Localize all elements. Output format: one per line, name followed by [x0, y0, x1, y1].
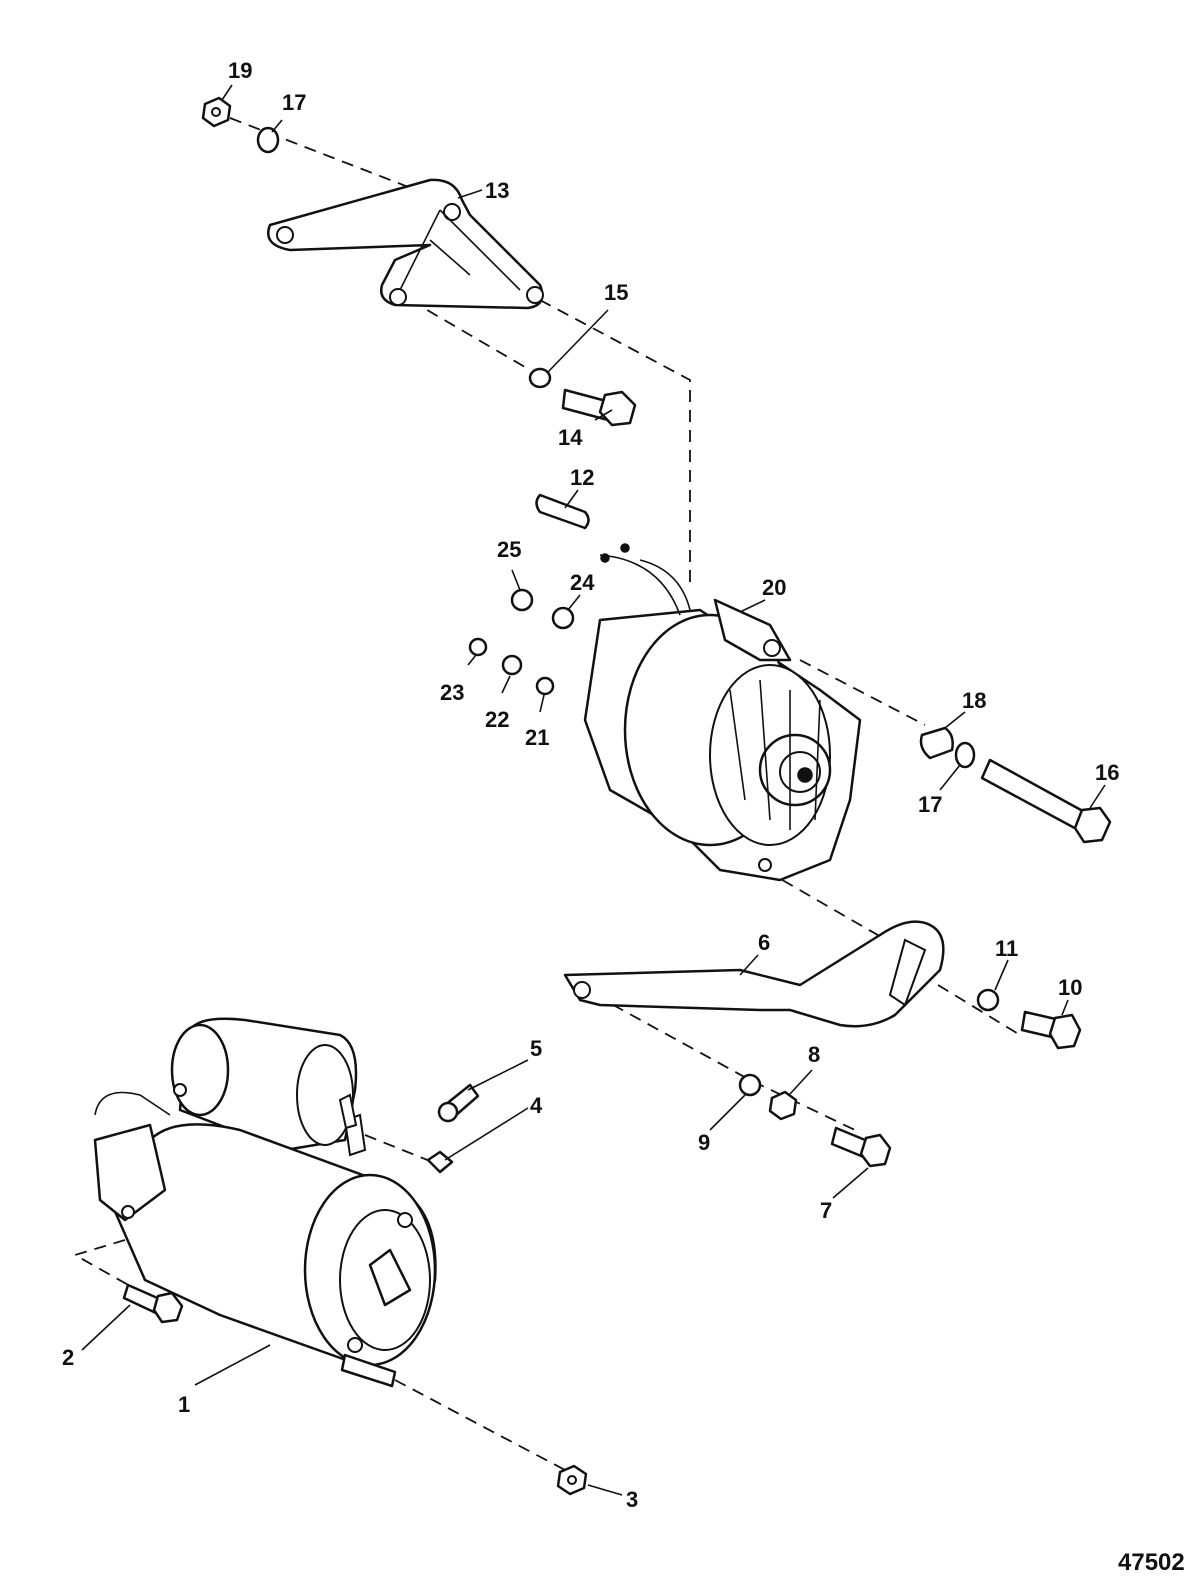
- lock-washer-15-icon: [528, 367, 552, 389]
- bolt-2-icon: [122, 1283, 184, 1324]
- callout-23: 23: [440, 680, 464, 705]
- mounting-bracket-icon: [267, 178, 544, 310]
- callout-25: 25: [497, 537, 521, 562]
- callout-15: 15: [604, 280, 628, 305]
- adjusting-brace-icon: [563, 920, 945, 1028]
- bolt-10-icon: [1020, 1010, 1082, 1050]
- callout-1: 1: [178, 1392, 190, 1417]
- figure-id: 47502: [1118, 1549, 1185, 1576]
- starter-motor-icon: [93, 1017, 437, 1367]
- washer-24-icon: [551, 606, 575, 630]
- square-nut-4-icon: [426, 1150, 454, 1174]
- callout-10: 10: [1058, 975, 1082, 1000]
- callout-11: 11: [995, 936, 1018, 961]
- washer-17b-icon: [954, 741, 976, 769]
- bolt-7-icon: [830, 1126, 892, 1168]
- callout-21: 21: [525, 725, 549, 750]
- callout-4: 4: [530, 1093, 543, 1118]
- bolt-14-icon: [561, 388, 637, 427]
- fastener-icons: [122, 96, 1112, 1496]
- callout-24: 24: [570, 570, 595, 595]
- alternator-icon: [583, 543, 862, 882]
- stud-icon: [340, 1353, 397, 1388]
- callout-2: 2: [62, 1345, 74, 1370]
- nut-23-icon: [468, 637, 488, 657]
- nut-25-icon: [510, 588, 534, 612]
- callout-22: 22: [485, 707, 509, 732]
- nut-22-icon: [501, 654, 523, 676]
- callout-7: 7: [820, 1198, 832, 1223]
- callout-13: 13: [485, 178, 509, 203]
- callout-8: 8: [808, 1042, 820, 1067]
- callout-labels: 1 2 3 4 5 6 7 8 9 10 11 12 13 14 15 16 1…: [62, 58, 1119, 1512]
- callout-9: 9: [698, 1130, 710, 1155]
- callout-leaders: [81, 84, 1106, 1496]
- washer-17-icon: [256, 126, 280, 154]
- washer-11-icon: [976, 988, 1000, 1012]
- callout-17-right: 17: [918, 792, 942, 817]
- callout-3: 3: [626, 1487, 638, 1512]
- callout-12: 12: [570, 465, 594, 490]
- washer-21-icon: [535, 676, 555, 696]
- callout-14: 14: [558, 425, 583, 450]
- bolt-16-icon: [980, 758, 1112, 844]
- washer-9-icon: [738, 1073, 762, 1097]
- callout-6: 6: [758, 930, 770, 955]
- callout-16: 16: [1095, 760, 1119, 785]
- callout-18: 18: [962, 688, 986, 713]
- callout-17-top: 17: [282, 90, 306, 115]
- nut-8-icon: [768, 1090, 798, 1121]
- spacer-18-icon: [919, 726, 954, 760]
- pin-12-icon: [535, 493, 590, 530]
- callout-19: 19: [228, 58, 252, 83]
- callout-20: 20: [762, 575, 786, 600]
- bolt-5-icon: [437, 1083, 480, 1123]
- callout-5: 5: [530, 1036, 542, 1061]
